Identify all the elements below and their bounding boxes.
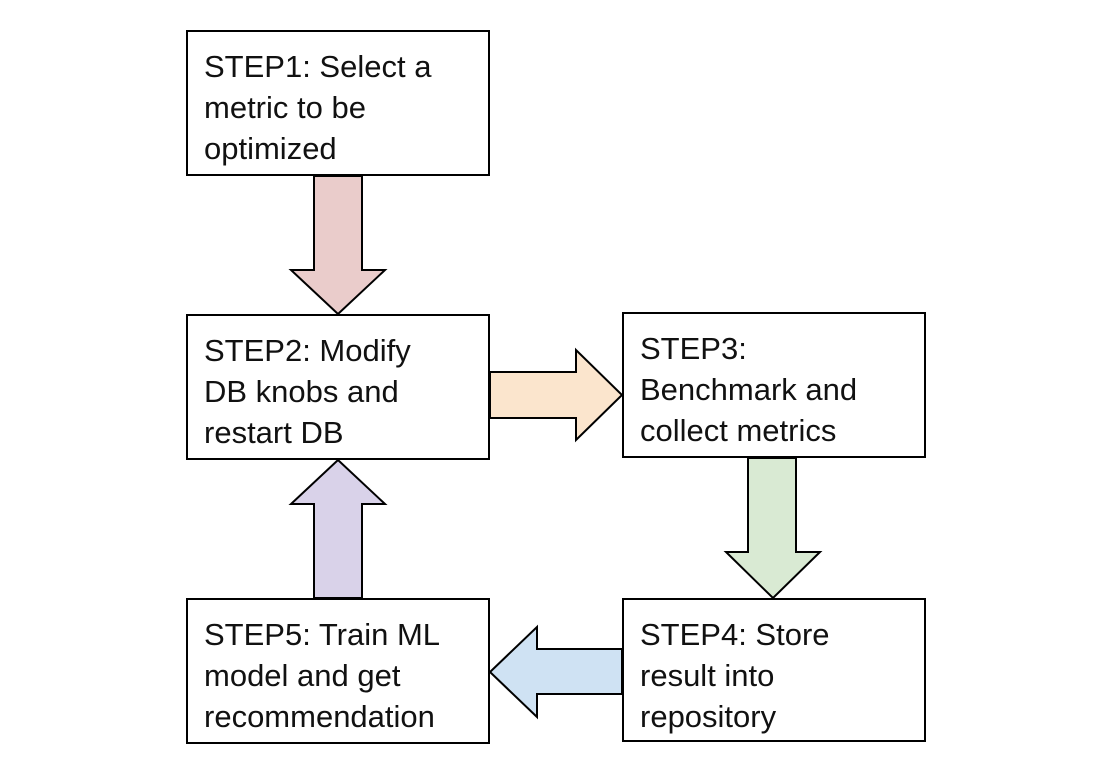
step2-box: STEP2: Modify DB knobs and restart DB — [186, 314, 490, 460]
step1-box: STEP1: Select a metric to be optimized — [186, 30, 490, 176]
arrow-step1-to-step2 — [288, 175, 388, 316]
arrow-step4-to-step5 — [488, 624, 623, 720]
step5-box: STEP5: Train ML model and get recommenda… — [186, 598, 490, 744]
step4-box: STEP4: Store result into repository — [622, 598, 926, 742]
arrow-step2-to-step3 — [489, 347, 624, 443]
step3-box: STEP3: Benchmark and collect metrics — [622, 312, 926, 458]
arrow-step5-to-step2 — [288, 458, 388, 599]
arrow-step3-to-step4 — [723, 457, 823, 600]
